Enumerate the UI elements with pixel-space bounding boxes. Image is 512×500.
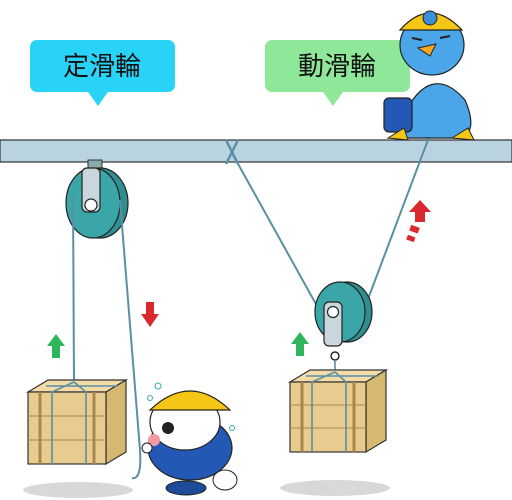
fixed-pulley-rope-load <box>72 194 75 383</box>
bird-character <box>383 10 475 141</box>
worker-character <box>141 382 238 496</box>
up-arrow-icon <box>47 334 65 358</box>
up-arrow-icon <box>291 332 309 356</box>
crate-right <box>287 360 389 454</box>
dashed-up-arrow-icon <box>406 200 431 243</box>
crate-shadow-left <box>23 482 133 498</box>
movable-pulley-bubble: 動滑輪 <box>265 40 410 106</box>
fixed-pulley-label: 定滑輪 <box>63 52 141 82</box>
movable-pulley-rope-left <box>231 152 323 316</box>
crate-shadow-right <box>280 480 390 496</box>
ceiling-beam <box>0 139 512 163</box>
movable-pulley <box>314 281 373 361</box>
movable-pulley-label: 動滑輪 <box>298 52 376 82</box>
down-arrow-icon <box>141 302 159 327</box>
fixed-pulley <box>65 159 129 239</box>
fixed-pulley-rope-pull <box>119 199 142 480</box>
movable-pulley-rope-right <box>361 107 441 316</box>
crate-left <box>25 378 129 466</box>
fixed-pulley-bubble: 定滑輪 <box>30 40 175 106</box>
rope-knot <box>224 139 240 165</box>
